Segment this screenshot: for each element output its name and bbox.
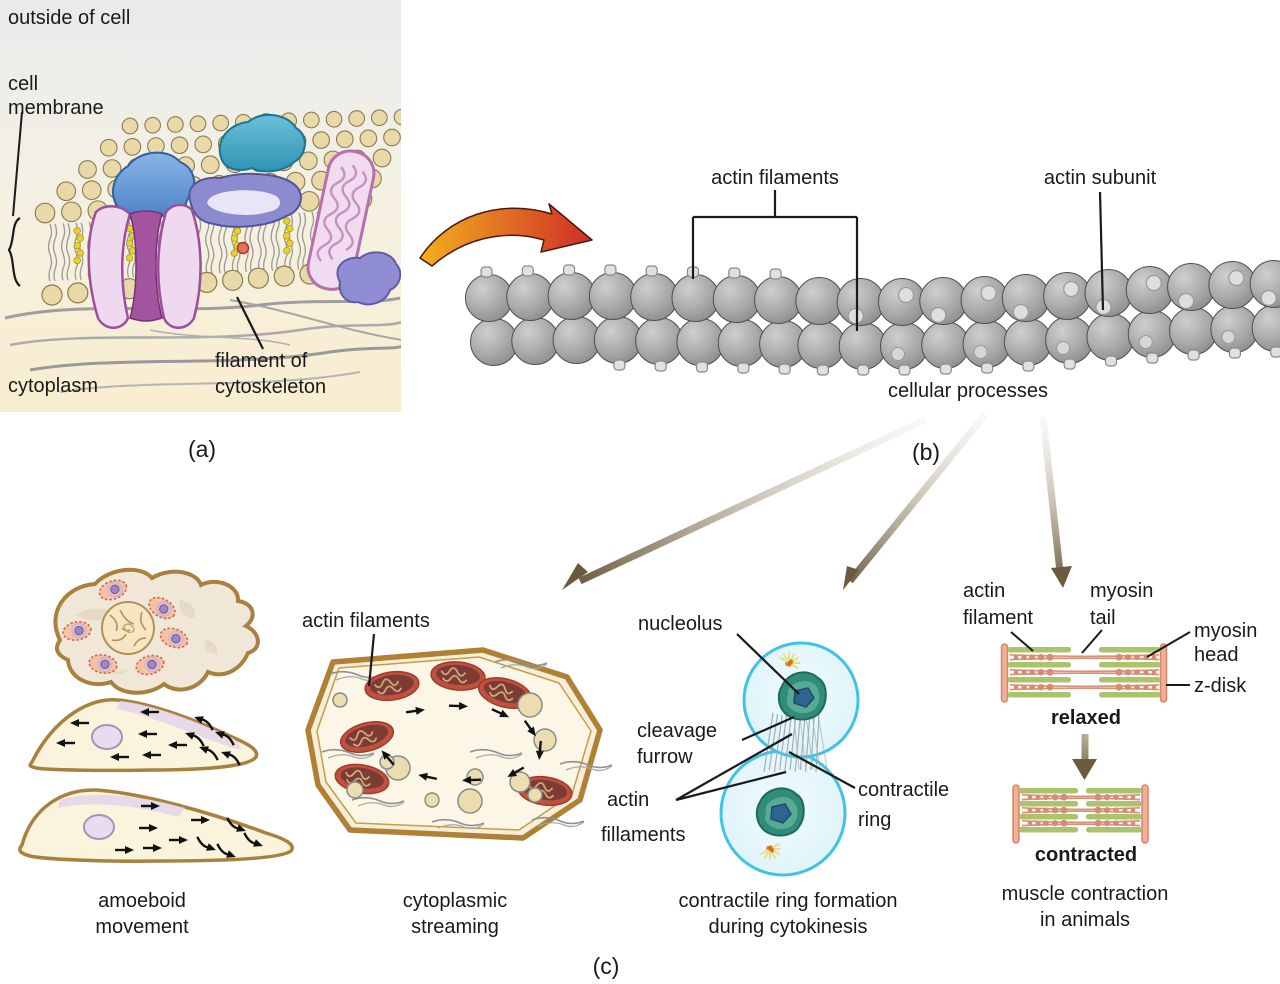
caption-amoeboid-2: movement [95,916,189,938]
label-myosin-tail-1: myosin [1090,580,1153,602]
process-arrow-left-head-icon [562,563,588,590]
crawling-cell-left [28,697,259,773]
helical-protein-icon [306,149,376,291]
contractile-ring-fibers [763,712,828,773]
label-cleavage-1: cleavage [637,720,717,742]
membrane-proteins [87,113,401,329]
label-contractile-2: ring [858,809,891,831]
panel-c-amoeboid: amoeboid movement [18,567,294,938]
actin-filament-chain [465,260,1280,376]
nucleolus-pointer-line [736,633,800,695]
streaming-arrows [381,702,544,785]
panel-c-cytokinesis: nucleolus cleavage furrow actin fillamen… [601,613,949,938]
red-ligand-icon [236,241,250,255]
caption-streaming-1: cytoplasmic [403,890,507,912]
process-arrow-left [578,416,927,585]
crawling-cell-left-flow-arrows [56,708,241,766]
label-outside-of-cell: outside of cell [8,7,130,29]
sarcomere-relaxed [1000,643,1168,703]
panel-a-labels: outside of cell cell membrane cytoplasm … [8,7,326,462]
label-cellular-processes: cellular processes [888,380,1048,402]
caption-streaming-2: streaming [411,916,499,938]
crawling-cell-right-body [18,788,294,863]
cleavage-pointer-line [741,715,795,742]
label-actin-filaments: actin filaments [711,167,839,189]
sarcomere-contracted [1012,784,1149,844]
label-muscle-actin-2: filament [963,607,1033,629]
label-relaxed: relaxed [1051,707,1121,729]
label-cyto-actin-2: fillaments [601,824,685,846]
crawling-cell-right-band [58,794,185,817]
caption-muscle-2: in animals [1040,909,1130,931]
panel-a-tag: (a) [188,436,216,462]
streaming-actin-pointer-line [367,633,376,687]
myosin-head-pointer [1146,631,1191,658]
crawling-cell-right-flow-arrows [115,802,263,858]
label-contractile-1: contractile [858,779,949,801]
actin-subunit-pointer-line [1098,191,1105,311]
label-myosin-head-1: myosin [1194,620,1257,642]
crawling-cell-right-nucleus [83,814,115,840]
nucleus-top [777,671,827,721]
process-arrow-right [1039,416,1064,573]
actin-filament-pointer [1010,631,1034,652]
plant-actin-filaments [321,658,613,830]
caption-cytokinesis-2: during cytokinesis [709,916,868,938]
crawling-cell-left-nucleus [91,724,123,750]
cytokinesis-annotation-lines [675,633,856,802]
amoeba-nucleus [101,601,155,655]
label-cleavage-2: furrow [637,746,693,768]
contraction-arrow-icon [1072,734,1097,780]
panel-b-annotation-lines [691,190,1105,331]
label-zdisk: z-disk [1194,675,1247,697]
label-contracted: contracted [1035,844,1137,866]
process-arrow-right-head-icon [1051,566,1072,588]
plant-vesicles [332,692,557,814]
panel-b-tag: (b) [912,439,940,465]
label-filament-2: cytoskeleton [215,376,326,398]
crawling-cell-right [18,788,294,863]
label-myosin-head-2: head [1194,644,1239,666]
nucleus-bottom [755,787,805,837]
label-filament-1: filament of [215,350,308,372]
label-cyto-actin-1: actin [607,789,649,811]
panel-a-membrane-illustration [0,0,401,412]
process-arrows [562,412,1072,590]
aster-icons [759,652,800,860]
ingested-cells [62,579,189,676]
panel-c-muscle: actin filament myosin tail myosin head z… [963,580,1257,931]
label-cell-membrane-1: cell [8,73,38,95]
label-streaming-actin: actin filaments [302,610,430,632]
label-cytoplasm: cytoplasm [8,375,98,397]
label-actin-subunit: actin subunit [1044,167,1157,189]
process-arrow-middle-head-icon [843,566,859,590]
actin-filaments-bracket [691,190,859,331]
panel-b-actin-filament: actin filaments actin subunit cellular p… [419,167,1280,590]
label-cell-membrane-2: membrane [8,97,104,119]
caption-muscle-1: muscle contraction [1002,883,1169,905]
filament-pointer-line [236,296,264,350]
actin-pointer-line-1 [675,733,793,801]
myosin-tail-pointer [1081,629,1103,654]
label-muscle-actin-1: actin [963,580,1005,602]
teal-protein-icon [218,113,306,173]
actin-pointer-line-2 [675,770,787,802]
membrane-pointer-line [12,111,23,217]
process-arrow-middle [847,412,988,584]
membrane-brace [7,217,21,287]
purple-protein-icon [336,251,401,306]
ring-pointer-line [788,751,856,789]
label-myosin-tail-2: tail [1090,607,1116,629]
caption-cytokinesis-1: contractile ring formation [679,890,898,912]
periwinkle-protein-inner [207,190,281,215]
caption-amoeboid-1: amoeboid [98,890,186,912]
muscle-annotation-lines [1010,629,1191,686]
zoom-arrow-icon [419,203,593,267]
channel-protein-icon [87,203,202,329]
label-nucleolus: nucleolus [638,613,723,635]
panel-c-streaming: actin filaments cytoplasmic streaming [302,610,613,938]
panel-c-tag: (c) [593,953,620,979]
